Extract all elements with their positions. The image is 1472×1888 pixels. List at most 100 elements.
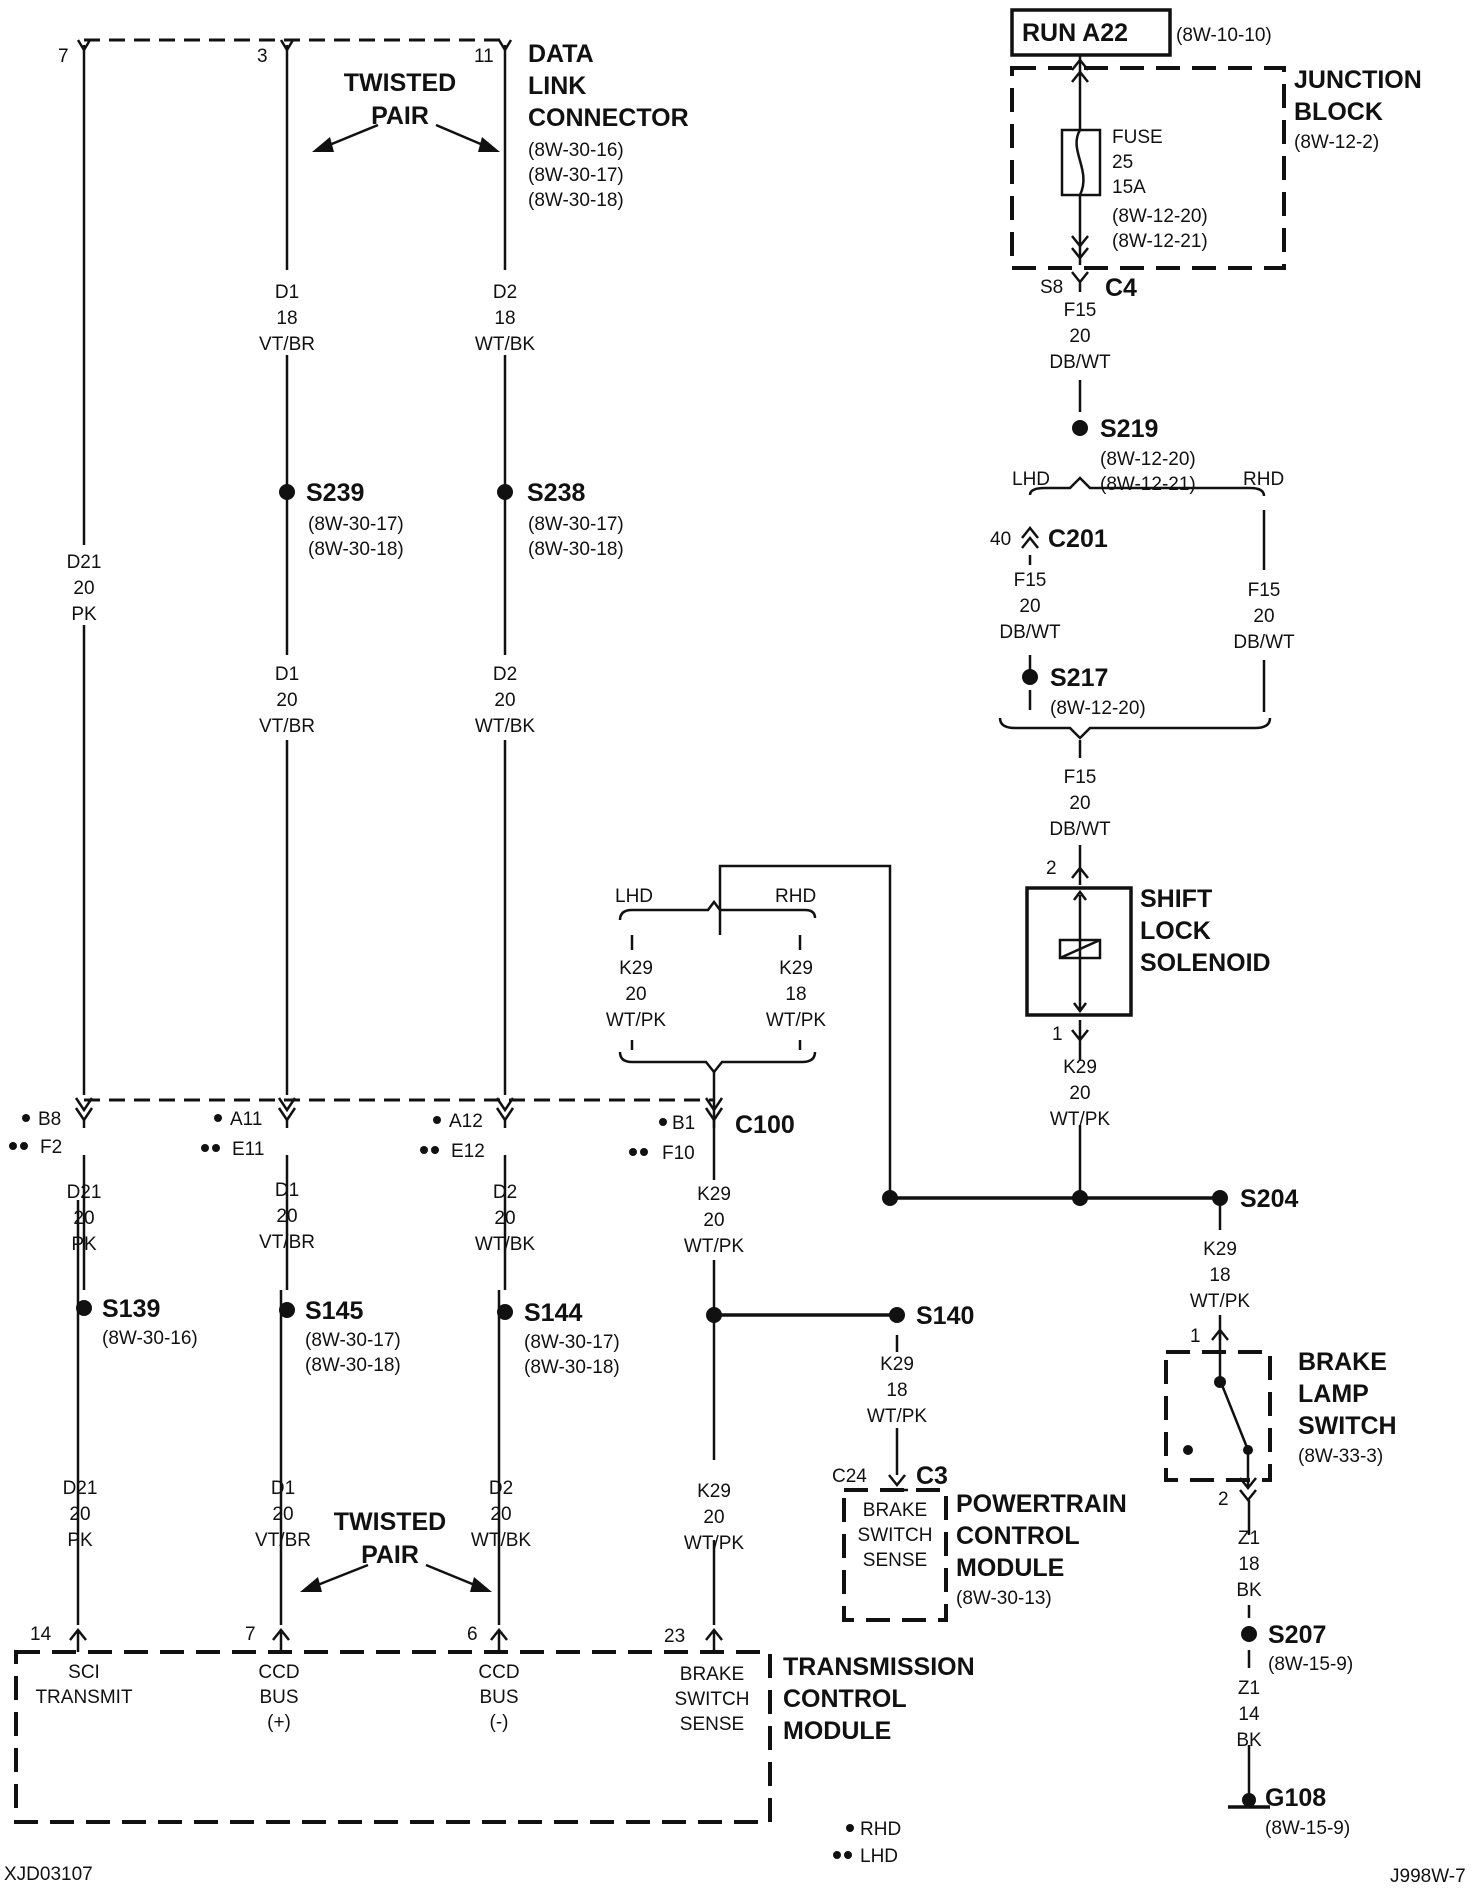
splice-s207-label: S207 (8W-15-9) <box>1268 1621 1353 1675</box>
wire-label-f15-top: F15 20 DB/WT <box>1049 300 1111 373</box>
svg-text:(8W-12-20): (8W-12-20) <box>1050 698 1146 719</box>
wire-label-k29-solenoid: K29 20 WT/PK <box>1050 1057 1110 1130</box>
svg-text:PAIR: PAIR <box>371 102 429 130</box>
transmission-control-module-label: TRANSMISSION CONTROL MODULE <box>783 1653 975 1745</box>
brake-switch-contact-dot-3 <box>1243 1445 1253 1455</box>
svg-text:20: 20 <box>276 1206 297 1227</box>
svg-text:SWITCH: SWITCH <box>675 1689 750 1710</box>
svg-text:20: 20 <box>73 578 94 599</box>
svg-text:18: 18 <box>1238 1554 1259 1575</box>
run-a22-label: RUN A22 <box>1022 19 1128 47</box>
svg-text:SWITCH: SWITCH <box>1298 1412 1397 1440</box>
wire-label-k29-low: K29 20 WT/PK <box>684 1184 744 1257</box>
ground-g108-label: G108 (8W-15-9) <box>1265 1784 1350 1839</box>
svg-text:(8W-12-21): (8W-12-21) <box>1100 474 1196 495</box>
svg-text:20: 20 <box>276 690 297 711</box>
splice-s238-dot <box>497 484 513 500</box>
svg-text:20: 20 <box>1253 606 1274 627</box>
svg-text:F10: F10 <box>662 1143 695 1164</box>
svg-text:SCI: SCI <box>68 1662 100 1683</box>
svg-text:CONNECTOR: CONNECTOR <box>528 104 689 132</box>
svg-text:K29: K29 <box>697 1184 731 1205</box>
junction-block-box <box>1010 66 1286 270</box>
svg-text:(+): (+) <box>267 1712 291 1733</box>
svg-text:(8W-15-9): (8W-15-9) <box>1268 1654 1353 1675</box>
svg-text:TRANSMIT: TRANSMIT <box>35 1687 133 1708</box>
k29-lhd-rhd-wires <box>630 935 802 1050</box>
svg-text:(8W-30-17): (8W-30-17) <box>524 1332 620 1353</box>
wire-label-d21-low: D21 20 PK <box>67 1182 102 1255</box>
svg-text:BLOCK: BLOCK <box>1294 98 1383 126</box>
svg-text:(8W-33-3): (8W-33-3) <box>1298 1446 1383 1467</box>
twisted-pair-arrows-top <box>312 123 500 152</box>
svg-text:S139: S139 <box>102 1295 160 1323</box>
svg-text:SOLENOID: SOLENOID <box>1140 949 1271 977</box>
tcm-connectors <box>69 1627 723 1652</box>
svg-text:TWISTED: TWISTED <box>334 1508 447 1536</box>
svg-text:WT/PK: WT/PK <box>606 1010 666 1031</box>
svg-text:F15: F15 <box>1064 300 1097 321</box>
svg-text:SHIFT: SHIFT <box>1140 885 1212 913</box>
tcm-box <box>14 1650 772 1824</box>
svg-text:6: 6 <box>467 1624 478 1645</box>
tcm-terminal-sci-transmit: SCI TRANSMIT <box>35 1662 133 1708</box>
svg-text:S207: S207 <box>1268 1621 1326 1649</box>
svg-text:G108: G108 <box>1265 1784 1326 1812</box>
svg-text:(8W-30-18): (8W-30-18) <box>528 539 624 560</box>
splice-s239-dot <box>279 484 295 500</box>
svg-text:VT/BR: VT/BR <box>259 716 315 737</box>
svg-text:B8: B8 <box>38 1109 61 1130</box>
svg-text:LINK: LINK <box>528 72 586 100</box>
svg-text:20: 20 <box>703 1210 724 1231</box>
svg-text:BK: BK <box>1236 1730 1262 1751</box>
svg-text:D1: D1 <box>275 1180 299 1201</box>
svg-text:25: 25 <box>1112 152 1133 173</box>
svg-text:F2: F2 <box>40 1137 62 1158</box>
svg-text:15A: 15A <box>1112 177 1146 198</box>
splice-s217-dot <box>1022 669 1038 685</box>
svg-text:TWISTED: TWISTED <box>344 69 457 97</box>
svg-text:VT/BR: VT/BR <box>259 334 315 355</box>
svg-text:MODULE: MODULE <box>783 1717 891 1745</box>
c201-pin-label: 40 <box>990 529 1011 550</box>
wire-label-d1-bottom: D1 20 VT/BR <box>255 1478 311 1551</box>
svg-text:20: 20 <box>1069 1083 1090 1104</box>
c100-body <box>74 1097 724 1128</box>
run-a22-box <box>1010 8 1172 57</box>
fuse-icon <box>1060 55 1102 265</box>
svg-text:BRAKE: BRAKE <box>1298 1348 1387 1376</box>
c4-pin-label: S8 <box>1040 277 1063 298</box>
wire-label-d2-top: D2 18 WT/BK <box>475 282 535 355</box>
svg-text:20: 20 <box>490 1504 511 1525</box>
c201-connector-icon <box>1021 525 1039 549</box>
svg-text:D1: D1 <box>275 664 299 685</box>
s219-brace <box>1028 476 1266 497</box>
svg-text:BK: BK <box>1236 1580 1262 1601</box>
svg-text:SENSE: SENSE <box>680 1714 744 1735</box>
svg-text:(8W-12-20): (8W-12-20) <box>1100 449 1196 470</box>
svg-text:BRAKE: BRAKE <box>863 1500 927 1521</box>
legend-rhd: RHD <box>860 1819 901 1840</box>
dlc-pin-7: 7 <box>58 46 69 67</box>
svg-text:K29: K29 <box>619 958 653 979</box>
wire-label-z1-lower: Z1 14 BK <box>1236 1678 1262 1751</box>
splice-dots <box>76 420 1257 1807</box>
svg-text:Z1: Z1 <box>1238 1528 1260 1549</box>
brake-lamp-switch <box>1164 1327 1272 1523</box>
svg-text:Z1: Z1 <box>1238 1678 1260 1699</box>
svg-text:S145: S145 <box>305 1297 363 1325</box>
svg-text:20: 20 <box>625 984 646 1005</box>
splice-s144-label: S144 (8W-30-17) (8W-30-18) <box>524 1299 620 1378</box>
splice-s144-dot <box>497 1304 513 1320</box>
svg-text:(8W-30-13): (8W-30-13) <box>956 1588 1052 1609</box>
data-link-connector-label: 7 3 11 DATA LINK CONNECTOR (8W-30-16) (8… <box>58 40 689 211</box>
wire-label-d2-low: D2 20 WT/BK <box>475 1182 535 1255</box>
svg-text:BRAKE: BRAKE <box>680 1664 744 1685</box>
svg-text:20: 20 <box>1019 596 1040 617</box>
wire-label-k29-s140: K29 18 WT/PK <box>867 1354 927 1427</box>
legend-lhd: LHD <box>860 1846 898 1867</box>
powertrain-control-module-label: POWERTRAIN CONTROL MODULE (8W-30-13) <box>956 1490 1127 1609</box>
svg-text:K29: K29 <box>880 1354 914 1375</box>
tcm-terminal-brake-switch-sense: BRAKE SWITCH SENSE <box>675 1664 750 1735</box>
svg-text:D1: D1 <box>271 1478 295 1499</box>
